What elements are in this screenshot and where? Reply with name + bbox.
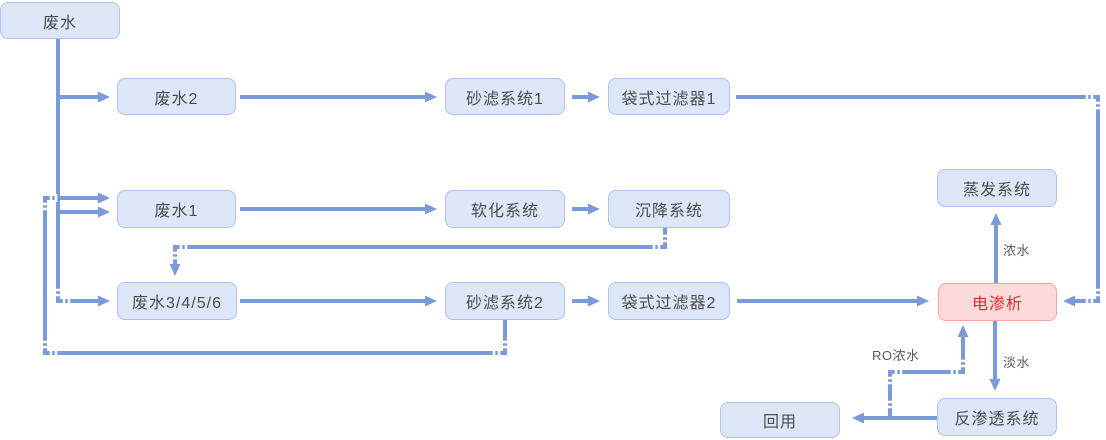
connector-corner-gap <box>1085 297 1089 305</box>
node-reverse-osmosis-system[interactable]: 反渗透系统 <box>937 398 1057 436</box>
node-sand-filter-2[interactable]: 砂滤系统2 <box>445 282 565 320</box>
connector-corner-gap <box>661 234 669 238</box>
arrowhead <box>989 379 1001 391</box>
connector-ro-concentrate-to-electrodialysis <box>888 335 965 418</box>
arrowhead <box>98 192 110 204</box>
connector-corner-gap <box>54 349 58 357</box>
node-electrodialysis[interactable]: 电渗析 <box>938 283 1057 321</box>
connector-corner-gap <box>886 400 894 404</box>
connector-corner-gap <box>54 194 58 202</box>
arrowhead <box>588 91 600 103</box>
connector-corner-gap <box>959 359 967 363</box>
node-evaporation-system[interactable]: 蒸发系统 <box>937 169 1057 207</box>
arrowhead <box>98 206 110 218</box>
arrowhead <box>990 213 1002 225</box>
connector-corner-gap <box>41 207 49 211</box>
connector-corner-gap <box>179 243 183 251</box>
arrowhead <box>588 203 600 215</box>
connector-bagfilter1-to-electrodialysis <box>736 95 1100 303</box>
connector-corner-gap <box>1094 293 1102 297</box>
edge-label-concentrate-water: 浓水 <box>1003 243 1031 258</box>
connector-corner-gap <box>49 349 53 357</box>
arrowhead <box>957 325 969 337</box>
arrowhead <box>425 91 437 103</box>
node-bag-filter-1[interactable]: 袋式过滤器1 <box>608 78 730 115</box>
connector-corner-gap <box>501 345 509 349</box>
connector-corner-gap <box>950 368 954 376</box>
connector-corner-gap <box>959 364 967 368</box>
connector-corner-gap <box>54 293 62 297</box>
connector-corner-gap <box>41 202 49 206</box>
arrowhead <box>425 203 437 215</box>
edge-label-fresh-water: 淡水 <box>1003 355 1031 370</box>
connector-corner-gap <box>1094 288 1102 292</box>
node-wastewater-1[interactable]: 废水1 <box>117 190 236 228</box>
connector-trunk-wastewater <box>56 39 100 303</box>
node-wastewater-2[interactable]: 废水2 <box>117 78 236 115</box>
connector-corner-gap <box>894 368 898 376</box>
node-wastewater[interactable]: 废水 <box>0 2 120 39</box>
arrowhead <box>588 295 600 307</box>
node-softening-system[interactable]: 软化系统 <box>445 190 565 228</box>
connector-corner-gap <box>899 368 903 376</box>
connector-corner-gap <box>171 251 179 255</box>
arrowhead <box>169 264 181 276</box>
connector-corner-gap <box>886 405 894 409</box>
connector-corner-gap <box>184 243 188 251</box>
connector-settling-to-wastewater3456 <box>173 228 667 265</box>
connector-corner-gap <box>54 288 62 292</box>
connector-corner-gap <box>67 297 71 305</box>
arrowhead <box>917 295 929 307</box>
edge-label-ro-concentrate-water: RO浓水 <box>872 348 920 363</box>
connector-corner-gap <box>1094 106 1102 110</box>
arrowhead <box>852 412 864 424</box>
node-wastewater-3-4-5-6[interactable]: 废水3/4/5/6 <box>117 282 237 320</box>
arrowhead <box>1063 295 1075 307</box>
connector-corner-gap <box>1090 93 1094 101</box>
connector-corner-gap <box>661 239 669 243</box>
connector-corner-gap <box>1090 297 1094 305</box>
node-sand-filter-1[interactable]: 砂滤系统1 <box>445 78 565 115</box>
connector-corner-gap <box>955 368 959 376</box>
connector-corner-gap <box>1094 101 1102 105</box>
connector-corner-gap <box>41 345 49 349</box>
arrowhead <box>98 91 110 103</box>
connector-corner-gap <box>501 340 509 344</box>
connector-corner-gap <box>49 194 53 202</box>
connector-sandfilter2-recycle-to-wastewater1 <box>43 196 507 355</box>
connector-corner-gap <box>62 297 66 305</box>
arrowhead <box>98 295 110 307</box>
connector-corner-gap <box>171 256 179 260</box>
node-bag-filter-2[interactable]: 袋式过滤器2 <box>608 282 730 320</box>
connector-corner-gap <box>41 340 49 344</box>
connector-corner-gap <box>652 243 656 251</box>
connector-corner-gap <box>1085 93 1089 101</box>
connector-corner-gap <box>886 376 894 380</box>
arrowhead <box>425 295 437 307</box>
connector-corner-gap <box>492 349 496 357</box>
node-settling-system[interactable]: 沉降系统 <box>608 190 730 228</box>
node-reuse[interactable]: 回用 <box>720 402 840 438</box>
connector-corner-gap <box>497 349 501 357</box>
connector-corner-gap <box>886 381 894 385</box>
connector-corner-gap <box>657 243 661 251</box>
arrowheads <box>98 91 1075 424</box>
